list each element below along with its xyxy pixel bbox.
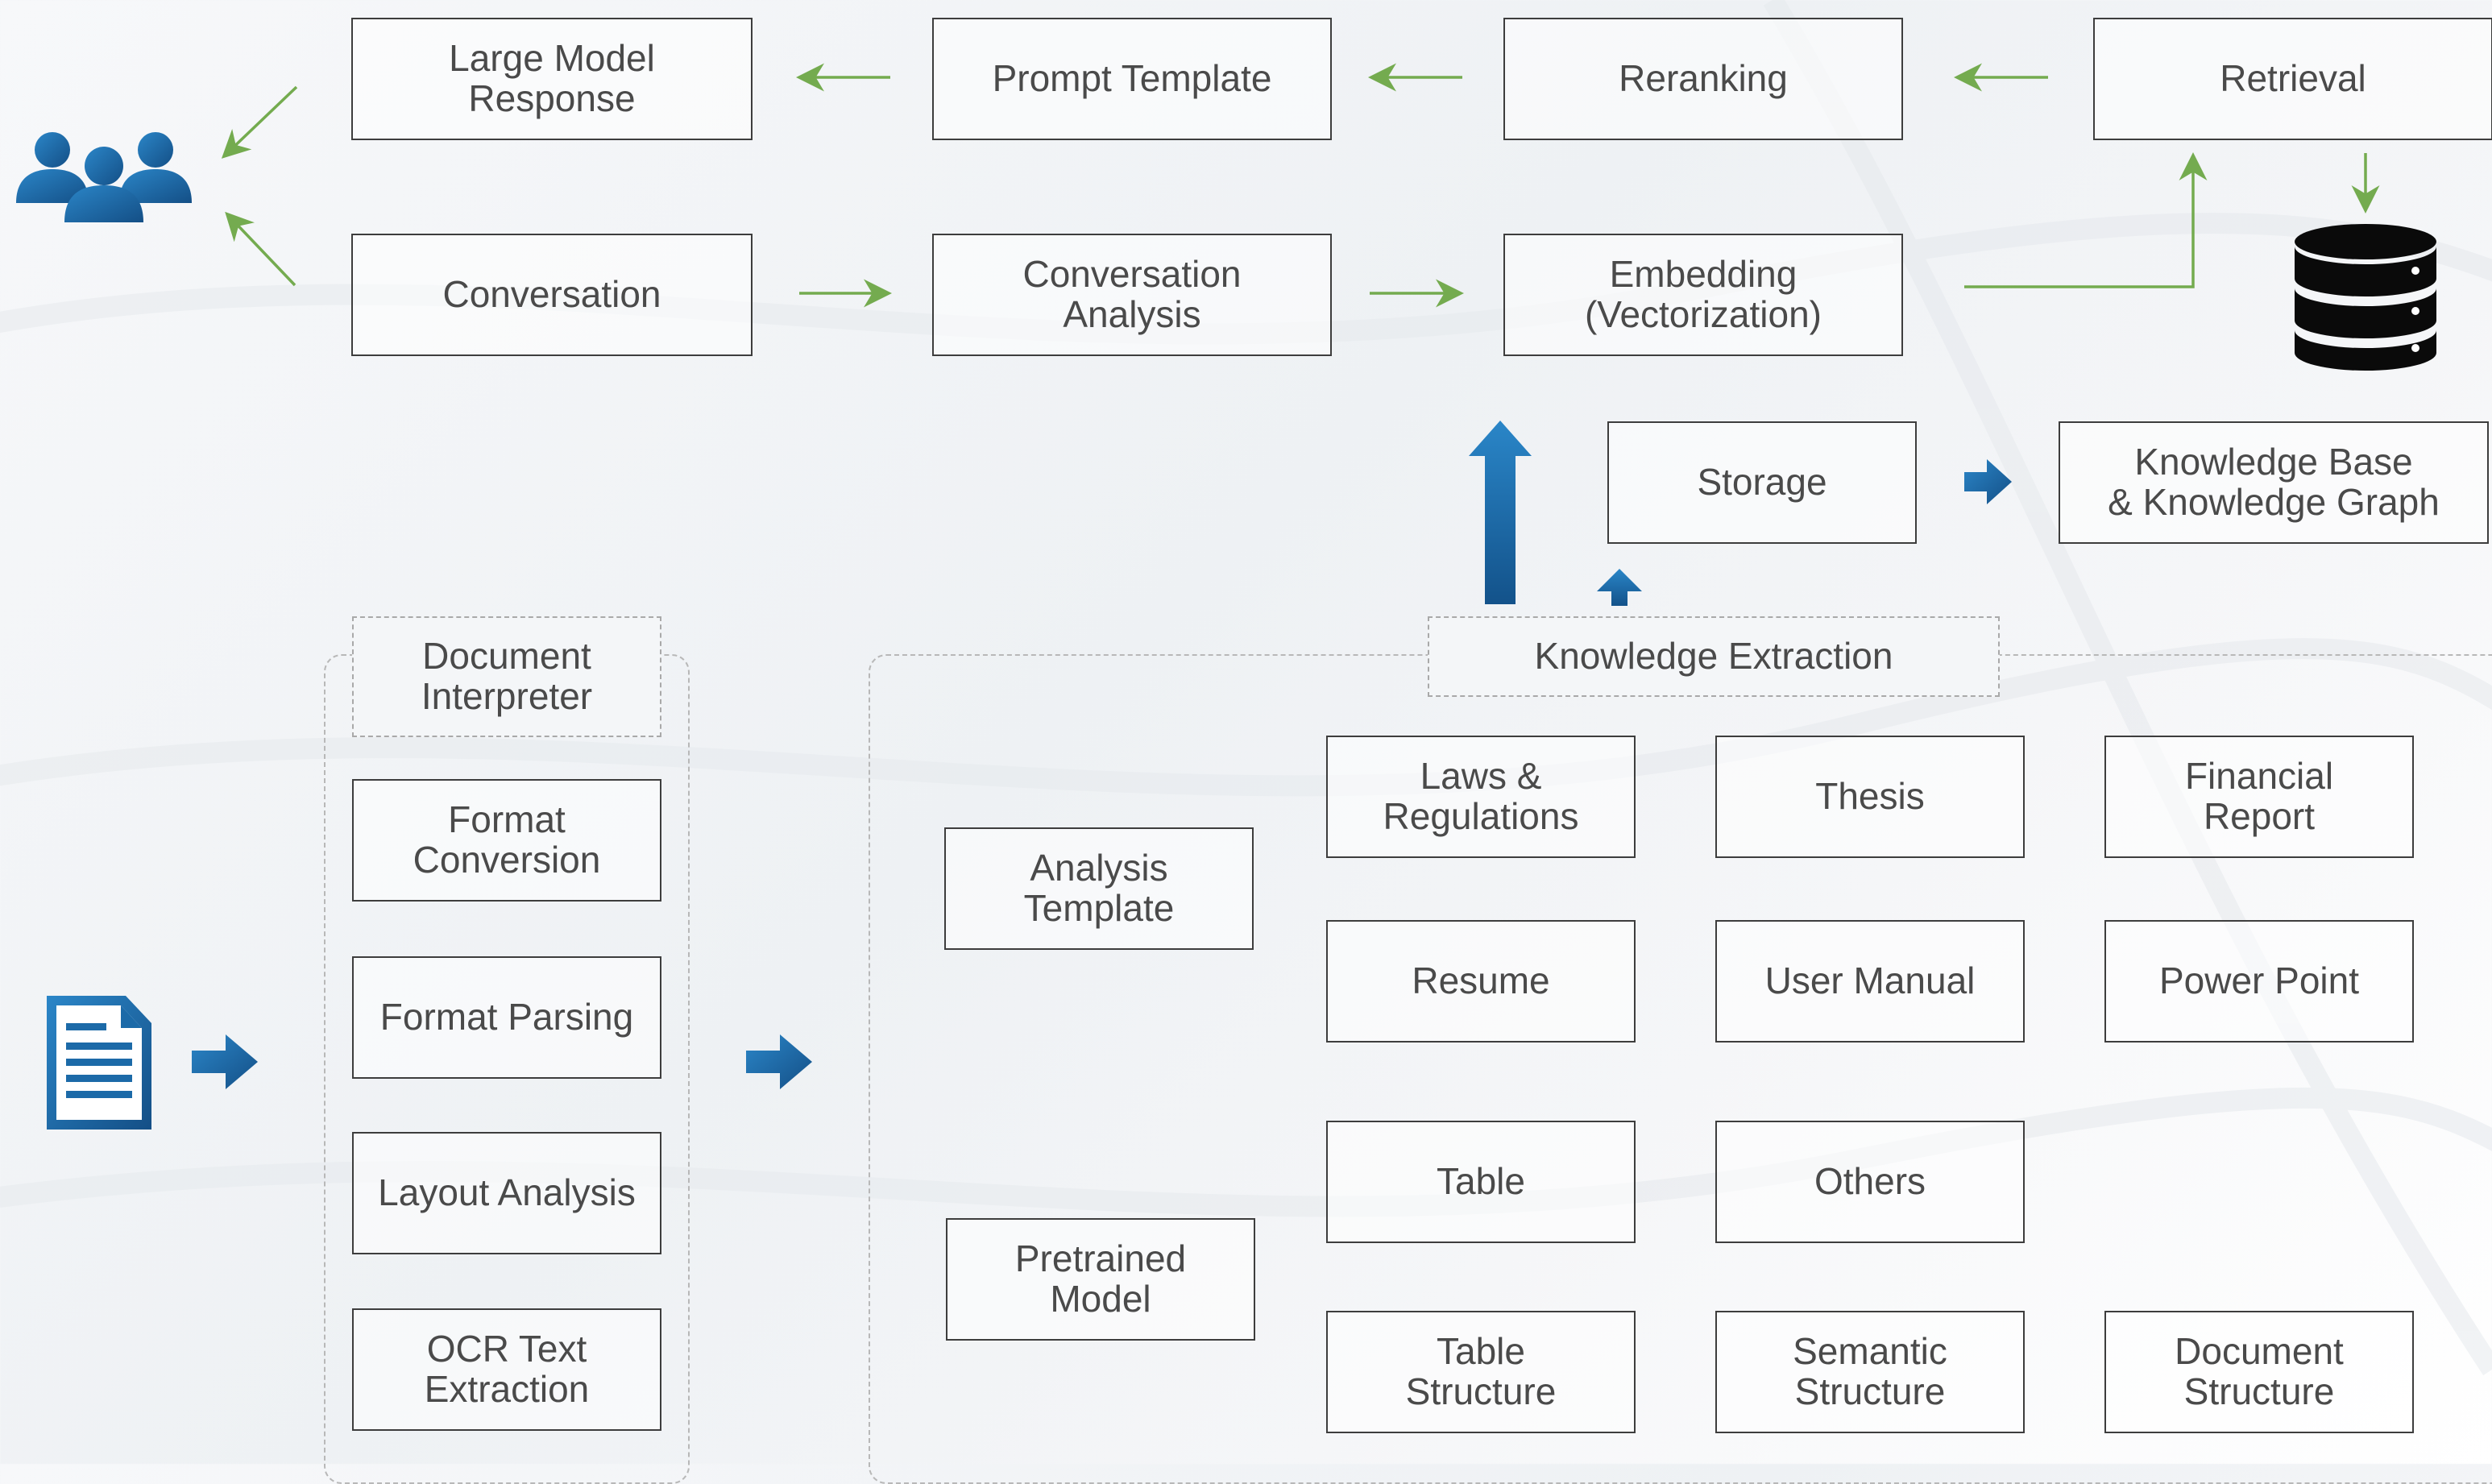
prompt-template-box: Prompt Template <box>932 18 1332 140</box>
arrow-users-to-conversation <box>225 211 296 287</box>
analysis-template-box: Analysis Template <box>944 827 1254 950</box>
document-structure-box: Document Structure <box>2104 1311 2414 1433</box>
database-icon <box>2295 224 2436 371</box>
knowledge-base-box: Knowledge Base & Knowledge Graph <box>2059 421 2489 544</box>
ocr-text-extraction-box: OCR Text Extraction <box>352 1308 661 1431</box>
embedding-box: Embedding (Vectorization) <box>1503 234 1903 356</box>
table-box: Table <box>1326 1121 1636 1243</box>
arrow-response-to-users <box>221 85 298 159</box>
financial-report-box: Financial Report <box>2104 736 2414 858</box>
semantic-structure-box: Semantic Structure <box>1715 1311 2025 1433</box>
small-up-arrow <box>1597 569 1642 606</box>
reranking-box: Reranking <box>1503 18 1903 140</box>
arrow-embedding-to-retrieval <box>1964 152 2208 288</box>
user-manual-box: User Manual <box>1715 920 2025 1043</box>
arrow-interpreter-to-extraction <box>746 1034 812 1089</box>
large-model-response-box: Large Model Response <box>351 18 753 140</box>
conversation-box: Conversation <box>351 234 753 356</box>
knowledge-extraction-header: Knowledge Extraction <box>1428 616 2000 697</box>
power-point-box: Power Point <box>2104 920 2414 1043</box>
pretrained-model-box: Pretrained Model <box>946 1218 1255 1341</box>
users-icon <box>16 132 192 222</box>
table-structure-box: Table Structure <box>1326 1311 1636 1433</box>
format-conversion-box: Format Conversion <box>352 779 661 902</box>
block-arrows <box>192 421 2012 1089</box>
storage-box: Storage <box>1607 421 1917 544</box>
others-box: Others <box>1715 1121 2025 1243</box>
arrow-document-to-interpreter <box>192 1034 258 1089</box>
document-icon <box>47 996 151 1130</box>
format-parsing-box: Format Parsing <box>352 956 661 1079</box>
document-interpreter-header: Document Interpreter <box>352 616 661 737</box>
laws-regulations-box: Laws & Regulations <box>1326 736 1636 858</box>
resume-box: Resume <box>1326 920 1636 1043</box>
retrieval-box: Retrieval <box>2093 18 2492 140</box>
arrow-storage-to-kb <box>1964 459 2012 504</box>
layout-analysis-box: Layout Analysis <box>352 1132 661 1254</box>
big-up-arrow <box>1469 421 1532 604</box>
thesis-box: Thesis <box>1715 736 2025 858</box>
flow-arrows <box>221 63 2380 308</box>
conversation-analysis-box: Conversation Analysis <box>932 234 1332 356</box>
